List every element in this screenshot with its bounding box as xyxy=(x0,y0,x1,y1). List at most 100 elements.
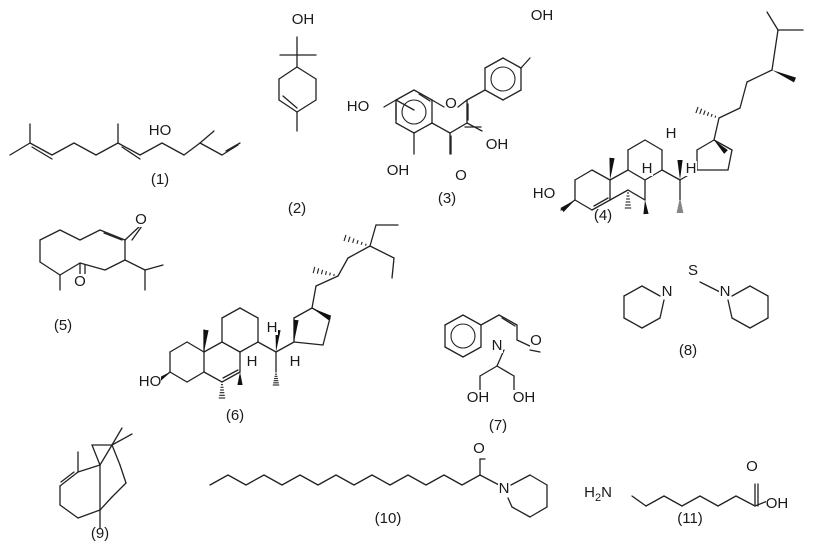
svg-text:H: H xyxy=(247,353,258,370)
svg-text:HO: HO xyxy=(139,373,162,390)
hash-mark xyxy=(316,268,320,274)
compound-label-11: (11) xyxy=(677,510,703,527)
bond xyxy=(444,314,464,326)
bond xyxy=(111,482,127,498)
atom-label: O xyxy=(455,167,467,184)
double-bond-line xyxy=(31,146,53,160)
hash-mark xyxy=(352,238,355,244)
bond xyxy=(520,57,531,69)
bond xyxy=(484,89,504,101)
bond xyxy=(278,99,298,113)
bond xyxy=(529,474,548,486)
bond xyxy=(462,346,482,358)
bond xyxy=(275,341,295,353)
atom-label: H xyxy=(289,353,301,370)
atom-label: N xyxy=(661,283,673,300)
atom-label: OH xyxy=(387,162,410,179)
bond xyxy=(502,57,522,69)
aromatic-circle xyxy=(401,99,427,125)
hashed-bonds xyxy=(218,106,717,399)
bond xyxy=(335,474,355,486)
atom-label: H xyxy=(266,319,278,336)
bond xyxy=(99,229,126,241)
svg-text:O: O xyxy=(530,332,542,349)
bond xyxy=(457,99,468,108)
bond xyxy=(713,139,733,151)
svg-text:H: H xyxy=(267,319,278,336)
bond xyxy=(278,66,298,80)
bond xyxy=(696,139,715,151)
bond xyxy=(627,139,646,151)
bond xyxy=(766,11,779,31)
aromatic-circle xyxy=(490,66,516,92)
bond xyxy=(104,259,126,271)
bond xyxy=(609,189,629,201)
bond xyxy=(731,317,751,329)
bond xyxy=(79,262,106,271)
compound-label-10: (10) xyxy=(375,510,402,527)
svg-text:N: N xyxy=(720,283,731,300)
bond xyxy=(183,142,201,156)
bond xyxy=(425,474,445,486)
bond xyxy=(395,89,415,101)
bond xyxy=(186,341,205,353)
bond xyxy=(461,474,481,486)
wedge-bond xyxy=(609,157,615,180)
bond xyxy=(203,371,223,383)
bond xyxy=(727,299,733,319)
bond xyxy=(296,99,317,113)
bond xyxy=(502,89,522,101)
bond xyxy=(641,317,661,329)
bond xyxy=(77,464,101,473)
bond xyxy=(529,506,548,518)
bond xyxy=(431,122,451,134)
hash-mark xyxy=(714,115,717,118)
bond xyxy=(353,474,373,486)
svg-text:S: S xyxy=(688,262,698,279)
atom-label: OH xyxy=(292,11,315,28)
bond xyxy=(511,506,531,518)
bond xyxy=(631,495,647,507)
svg-text:N: N xyxy=(492,337,503,354)
bond xyxy=(645,495,665,507)
hash-mark xyxy=(325,271,327,275)
bond xyxy=(574,199,593,211)
atom-label: OH xyxy=(531,7,554,24)
bond xyxy=(369,224,377,247)
svg-text:HO: HO xyxy=(347,98,370,115)
atom-label: OH xyxy=(766,495,789,512)
bond xyxy=(322,317,331,346)
bond xyxy=(39,229,61,241)
atom-label: OH xyxy=(486,136,509,153)
hash-mark xyxy=(360,241,363,245)
bond xyxy=(746,69,773,83)
compound-label-3: (3) xyxy=(438,190,456,207)
compound-label-1: (1) xyxy=(151,171,169,188)
aromatic-rings xyxy=(401,66,516,349)
bond xyxy=(51,142,75,156)
bond xyxy=(498,314,518,326)
hash-mark xyxy=(710,113,713,117)
bond xyxy=(371,474,391,486)
bond xyxy=(407,474,427,486)
bond xyxy=(59,262,81,276)
wedge-bond xyxy=(643,200,649,215)
bond xyxy=(479,474,500,486)
bond xyxy=(623,285,643,297)
wedge-bond xyxy=(714,140,728,154)
atom-label: H2N xyxy=(582,484,614,504)
bond xyxy=(79,229,101,241)
atom-label: O xyxy=(473,440,485,457)
bond xyxy=(627,169,646,181)
bond xyxy=(161,142,185,156)
bond xyxy=(731,285,751,297)
bond xyxy=(735,495,756,507)
bond xyxy=(449,122,468,134)
double-bond-line xyxy=(121,146,141,160)
atom-label: HO xyxy=(139,373,162,390)
compound-label-8: (8) xyxy=(679,342,697,359)
atom-label: H xyxy=(665,125,677,142)
bond xyxy=(209,474,229,486)
bond xyxy=(510,474,531,486)
